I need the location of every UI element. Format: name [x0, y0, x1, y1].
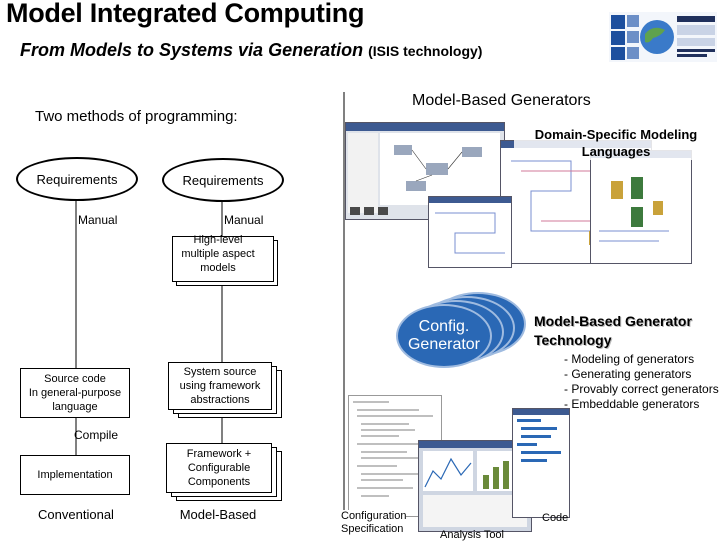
- bullet-3: - Provably correct generators: [564, 382, 719, 396]
- system-source-stack: System source using framework abstractio…: [168, 362, 282, 418]
- dsml-label: Domain-Specific Modeling Languages: [514, 126, 718, 160]
- source-line-3: language: [52, 401, 98, 414]
- subtitle-main: From Models to Systems via Generation: [20, 40, 364, 60]
- config-generator-oval: Config. Generator: [396, 304, 492, 368]
- conventional-manual-label: Manual: [78, 213, 118, 227]
- config-generator-stack: Config. Generator: [396, 292, 536, 372]
- technology-bullets: - Modeling of generators - Generating ge…: [564, 352, 719, 412]
- system-source-box: System source using framework abstractio…: [168, 362, 272, 410]
- code-screenshot: [512, 408, 570, 518]
- conventional-label: Conventional: [38, 507, 114, 522]
- dsml-line-2: Languages: [581, 144, 651, 159]
- models-line-2: multiple aspect: [181, 247, 255, 260]
- technology-line-1: Model-Based Generator: [534, 313, 692, 329]
- bullet-4: - Embeddable generators: [564, 397, 700, 411]
- model-based-label: Model-Based: [179, 507, 257, 522]
- dsml-line-1: Domain-Specific Modeling: [534, 127, 698, 142]
- framework-box: Framework + Configurable Components: [166, 443, 272, 493]
- subtitle-tech: (ISIS technology): [368, 43, 483, 59]
- dsml-screenshot-small: [428, 196, 512, 268]
- page-subtitle: From Models to Systems via Generation (I…: [20, 40, 482, 61]
- models-line-1: High-level: [193, 233, 243, 246]
- source-line-2: In general-purpose: [28, 386, 122, 399]
- config-spec-line-2: Specification: [341, 523, 404, 535]
- conventional-requirements-oval: Requirements: [16, 157, 138, 201]
- methods-heading: Two methods of programming:: [35, 108, 238, 125]
- source-line-1: Source code: [44, 372, 106, 385]
- compile-label: Compile: [74, 428, 119, 442]
- generator-line-2: Generator: [407, 336, 481, 353]
- implementation-box: Implementation: [20, 455, 130, 495]
- code-label: Code: [542, 512, 569, 524]
- system-source-line-1: System source: [183, 365, 257, 378]
- modeling-tool-screenshot: [345, 122, 505, 220]
- config-spec-line-1: Configuration: [341, 510, 407, 522]
- models-stack: High-level multiple aspect models: [168, 232, 280, 286]
- analysis-tool-label: Analysis Tool: [440, 529, 504, 541]
- framework-line-3: Components: [187, 476, 251, 489]
- system-source-line-2: using framework: [179, 379, 261, 392]
- isis-logo: [609, 12, 717, 62]
- framework-line-1: Framework +: [186, 447, 252, 460]
- system-source-line-3: abstractions: [190, 394, 250, 407]
- generators-heading: Model-Based Generators: [412, 92, 591, 109]
- page-title: Model Integrated Computing: [6, 0, 365, 28]
- models-box: High-level multiple aspect models: [168, 232, 268, 276]
- technology-line-2: Technology: [534, 332, 612, 348]
- source-code-box: Source code In general-purpose language: [20, 368, 130, 418]
- generator-line-1: Config.: [418, 317, 470, 335]
- config-spec-label: Configuration Specification: [341, 510, 407, 536]
- technology-label: Model-Based Generator Technology: [534, 312, 692, 350]
- models-line-3: models: [200, 262, 236, 275]
- framework-stack: Framework + Configurable Components: [166, 443, 282, 501]
- dsml-screenshot-front: [590, 150, 692, 264]
- framework-line-2: Configurable: [187, 461, 251, 474]
- bullet-2: - Generating generators: [564, 367, 692, 381]
- model-based-manual-label: Manual: [224, 213, 264, 227]
- model-based-requirements-oval: Requirements: [162, 158, 284, 202]
- bullet-1: - Modeling of generators: [564, 352, 695, 366]
